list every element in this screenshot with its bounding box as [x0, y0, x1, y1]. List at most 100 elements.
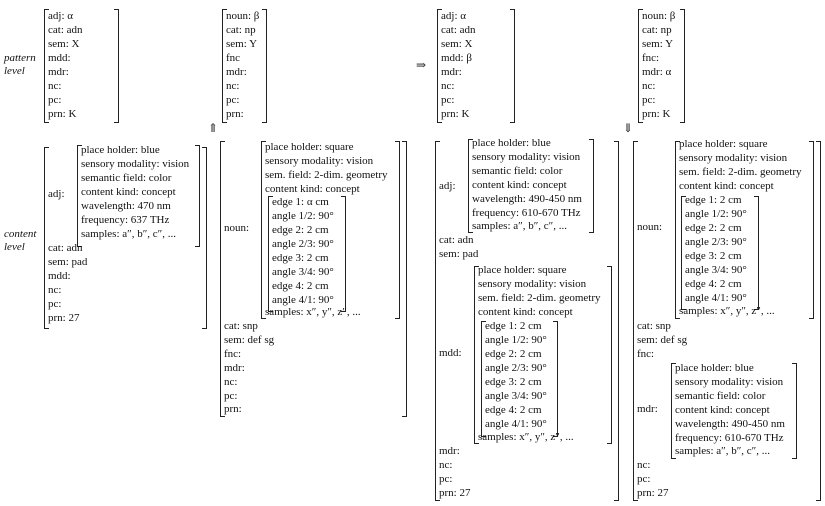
attr: sensory modality: vision — [265, 155, 374, 167]
attr: wavelength: 470 nm — [81, 200, 171, 212]
attr: samples: x″, y″, z″, ... — [679, 305, 775, 317]
attr: angle 1/2: 90° — [685, 208, 747, 220]
attr: cat: snp — [224, 320, 258, 332]
attr: place holder: blue — [675, 362, 754, 374]
attr: pc: — [637, 473, 651, 485]
attr: edge 3: 2 cm — [272, 252, 329, 264]
attr: pc: — [441, 94, 455, 106]
attr: noun: β — [226, 10, 260, 22]
attr: pc: — [48, 298, 62, 310]
attr: fnc: — [224, 348, 242, 360]
arrow-down-icon: ⇓ — [623, 121, 634, 135]
attr-key: noun: — [224, 222, 250, 234]
attr: adj: α — [441, 10, 467, 22]
attr: pc: — [224, 390, 238, 402]
attr: samples: x″, y″, z″, ... — [265, 306, 361, 318]
attr: prn: — [224, 403, 242, 415]
attr: frequency: 637 THz — [81, 214, 170, 226]
attr: mdd: β — [441, 52, 472, 64]
attr: nc: — [48, 80, 62, 92]
attr: cat: adn — [48, 24, 83, 36]
content-level-label-2: level — [4, 241, 25, 253]
attr-key: adj: — [48, 188, 65, 200]
attr: content kind: concept — [265, 183, 360, 195]
attr: sem: def sg — [224, 334, 275, 346]
attr-key: mdd: — [439, 347, 462, 359]
attr: sem: pad — [439, 248, 479, 260]
attr: nc: — [439, 459, 453, 471]
attr: edge 4: 2 cm — [685, 278, 742, 290]
attr: pc: — [642, 94, 656, 106]
arrow-up-icon: ⇑ — [208, 121, 219, 135]
attr: edge 2: 2 cm — [485, 348, 542, 360]
attr: prn: 27 — [48, 312, 80, 324]
attr: samples: x″, y″, z″, ... — [478, 431, 574, 443]
attr: semantic field: color — [472, 165, 563, 177]
attr: cat: snp — [637, 320, 671, 332]
attr-key: adj: — [439, 180, 456, 192]
attr: samples: a″, b″, c″, ... — [81, 228, 177, 240]
attr: prn: K — [642, 108, 671, 120]
attr: nc: — [48, 284, 62, 296]
attr: edge 2: 2 cm — [272, 224, 329, 236]
attr: angle 2/3: 90° — [685, 236, 747, 248]
attr: mdr: — [441, 66, 462, 78]
attr: prn: 27 — [439, 487, 471, 499]
attr: cat: adn — [441, 24, 476, 36]
attr: sem: Y — [226, 38, 258, 50]
attr: place holder: blue — [81, 144, 160, 156]
attr: mdr: — [439, 445, 460, 457]
attr: prn: K — [441, 108, 470, 120]
attr: semantic field: color — [675, 390, 766, 402]
pattern-level-label-1: pattern — [4, 52, 36, 64]
attr: content kind: concept — [478, 306, 573, 318]
attr: mdr: α — [642, 66, 672, 78]
attr: place holder: blue — [472, 137, 551, 149]
attr: frequency: 610-670 THz — [472, 207, 581, 219]
attr: angle 3/4: 90° — [685, 264, 747, 276]
attr: angle 1/2: 90° — [485, 334, 547, 346]
attr: edge 3: 2 cm — [685, 250, 742, 262]
attr: pc: — [48, 94, 62, 106]
attr: fnc: — [637, 348, 655, 360]
attr: fnc — [226, 52, 241, 64]
attr: sensory modality: vision — [81, 158, 190, 170]
attr: edge 1: 2 cm — [685, 194, 742, 206]
attr: mdr: — [224, 362, 245, 374]
attr: mdd: — [48, 52, 71, 64]
attr: mdd: — [48, 270, 71, 282]
arrow-right-icon: ⇒ — [416, 58, 427, 72]
attr: edge 4: 2 cm — [485, 404, 542, 416]
attr: cat: np — [642, 24, 672, 36]
attr: angle 4/1: 90° — [272, 294, 334, 306]
attr: prn: — [226, 108, 244, 120]
attr: prn: 27 — [637, 487, 669, 499]
attr-key: noun: — [637, 221, 663, 233]
attr: mdr: — [48, 66, 69, 78]
attr: content kind: concept — [679, 180, 774, 192]
attr: wavelength: 490-450 nm — [675, 418, 785, 430]
attr: nc: — [637, 459, 651, 471]
attr: angle 4/1: 90° — [485, 418, 547, 430]
attr: adj: α — [48, 10, 74, 22]
attr: noun: β — [642, 10, 676, 22]
attr: nc: — [642, 80, 656, 92]
attr: content kind: concept — [81, 186, 176, 198]
attr: angle 2/3: 90° — [272, 238, 334, 250]
attr: content kind: concept — [675, 404, 770, 416]
attr: samples: a″, b″, c″, ... — [472, 220, 568, 232]
attr: sensory modality: vision — [478, 278, 587, 290]
attr: cat: adn — [439, 234, 474, 246]
attr: sem: def sg — [637, 334, 688, 346]
attr: pc: — [226, 94, 240, 106]
attr: angle 2/3: 90° — [485, 362, 547, 374]
attr: sem: pad — [48, 256, 88, 268]
attr: sem. field: 2-dim. geometry — [478, 292, 601, 304]
attr: cat: np — [226, 24, 256, 36]
attr: sensory modality: vision — [675, 376, 784, 388]
attr: prn: K — [48, 108, 77, 120]
attr: sensory modality: vision — [679, 152, 788, 164]
attr: nc: — [224, 376, 238, 388]
attr: angle 4/1: 90° — [685, 292, 747, 304]
attr: fnc: — [642, 52, 660, 64]
